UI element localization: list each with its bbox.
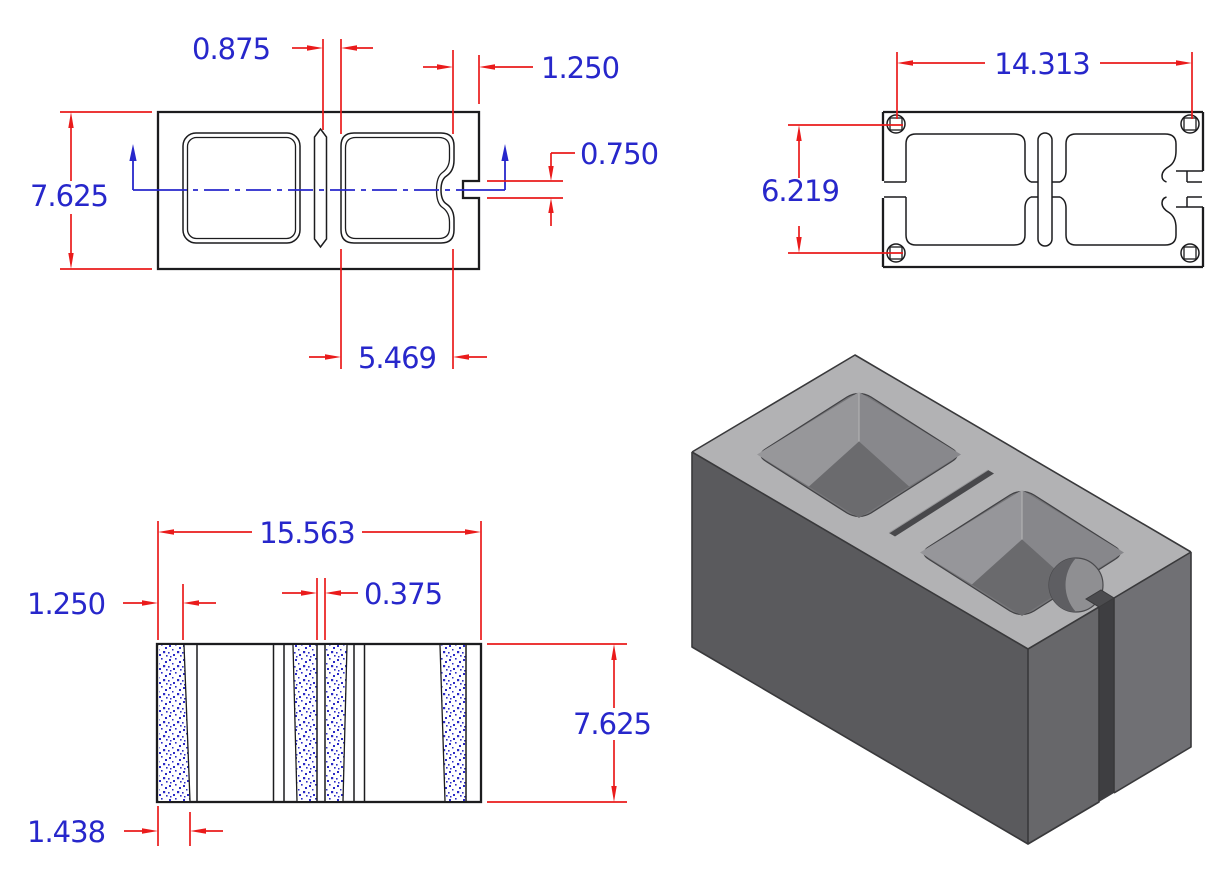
- dim-side-wall-bottom: 1.438: [27, 806, 223, 849]
- dim-plan-web-offset: 0.875: [192, 32, 373, 134]
- dim-label-plan-right-wall: 1.250: [541, 51, 619, 85]
- dim-label-side-overall-length: 15.563: [259, 516, 354, 550]
- dim-label-side-wall-top: 1.250: [27, 587, 105, 621]
- dim-side-overall-length: 15.563: [157, 516, 482, 640]
- block-side-face-left-of-cut: [1028, 607, 1099, 844]
- plan-view: 0.875 1.250 7.625 0: [30, 32, 659, 375]
- section-arrow-icon: [501, 144, 509, 161]
- block-3d-faces: [692, 355, 1191, 844]
- block-center-slot: [888, 469, 994, 537]
- dim-side-center-slot: 0.375: [282, 577, 443, 640]
- dim-label-plan-notch: 0.750: [580, 137, 658, 171]
- dim-label-side-height: 7.625: [573, 707, 651, 741]
- block-front-face: [692, 452, 1028, 844]
- dim-end-pin-span-height: 6.219: [761, 124, 903, 254]
- dim-side-height: 7.625: [487, 643, 652, 803]
- dim-side-wall-top: 1.250: [27, 584, 216, 640]
- dim-plan-right-wall: 1.250: [423, 50, 620, 134]
- block-left-cell: [757, 392, 961, 518]
- plan-view-geometry: [156, 110, 481, 271]
- dim-label-end-pin-span-width: 14.313: [994, 47, 1089, 81]
- section-cutting-plane-line: [129, 144, 509, 191]
- section-arrow-icon: [129, 144, 137, 161]
- dim-label-side-wall-bottom: 1.438: [27, 815, 105, 849]
- dim-end-pin-span-width: 14.313: [896, 47, 1193, 119]
- block-right-cell: [920, 490, 1124, 616]
- block-3d-edges: [691, 354, 1192, 845]
- saw-cut-top-notch: [1085, 589, 1115, 608]
- dim-plan-depth: 7.625: [30, 111, 152, 270]
- side-section-geometry: [155, 642, 483, 804]
- dim-label-end-pin-span-height: 6.219: [761, 174, 839, 208]
- dim-plan-cell-width: 5.469: [309, 249, 487, 375]
- section-cut-hatch-band: [159, 645, 466, 801]
- saw-cut-groove: [1099, 598, 1114, 802]
- core-pin-symbol: [886, 114, 1200, 263]
- end-section-geometry: [881, 110, 1205, 269]
- dim-label-plan-web-offset: 0.875: [192, 32, 270, 66]
- block-side-face: [1114, 552, 1191, 793]
- dim-label-plan-cell-width: 5.469: [358, 341, 436, 375]
- dim-label-plan-depth: 7.625: [30, 179, 108, 213]
- end-section-view: 14.313 6.219: [761, 47, 1205, 269]
- dim-plan-notch: 0.750: [487, 137, 659, 226]
- isometric-view: [691, 354, 1192, 845]
- dim-label-side-center-slot: 0.375: [364, 577, 442, 611]
- side-section-view: 15.563 1.250 0.375 7.625: [27, 516, 652, 849]
